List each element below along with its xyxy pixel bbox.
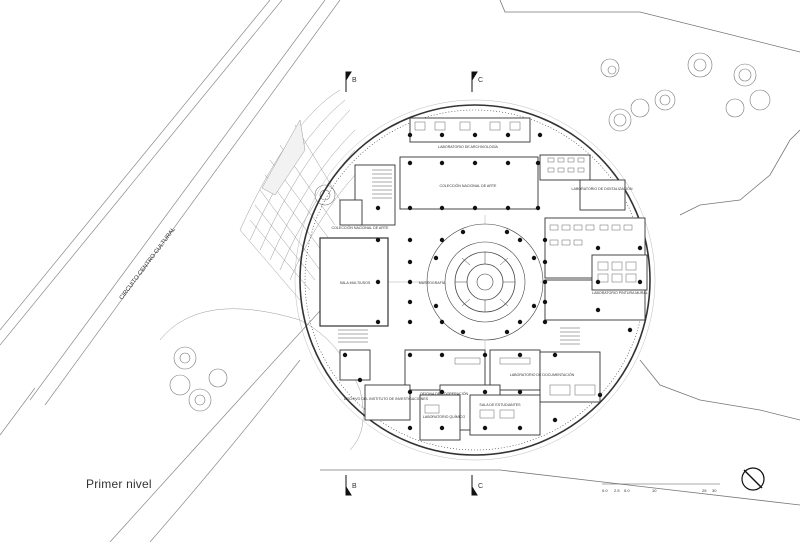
section-marker-labels: B C B C [352, 77, 483, 490]
room-label-lab-digital: LABORATORIO DE DIGITALIZACIÓN [572, 186, 633, 191]
room-label-students: SALA DE ESTUDIANTES [479, 403, 521, 407]
structural-columns [342, 132, 643, 431]
amphitheater-steps [159, 89, 364, 451]
rooms [319, 117, 648, 441]
scale-label-2: 5.0 [624, 488, 630, 493]
section-label-c-bottom: C [478, 483, 483, 490]
site-boundary [320, 0, 800, 506]
scale-label-5: 30 [712, 488, 717, 493]
room-label-cooperation: OFICINA DE COOPERACIÓN [420, 391, 469, 396]
room-label-lab-restoration: LABORATORIO DE DOCUMENTACIÓN [510, 372, 575, 377]
room-label-lab-painting: LABORATORIO PINTURA MURAL [592, 291, 648, 295]
room-labels: LABORATORIO DE ARCHIVOLOGÍA COLECCIÓN NA… [332, 145, 648, 419]
section-label-b-bottom: B [352, 483, 357, 490]
north-arrow-icon [741, 467, 765, 491]
furniture [414, 121, 637, 419]
trees [169, 52, 771, 412]
room-label-collection: COLECCIÓN NACIONAL DE ARTE [440, 183, 498, 188]
stairs [338, 169, 580, 345]
room-label-museography: MUSEOGRAFÍA [419, 281, 446, 285]
scale-label-0: 0.0 [602, 488, 608, 493]
drawing-title: Primer nivel [86, 477, 152, 491]
room-label-lab-chem: LABORATORIO QUÍMICO [423, 415, 466, 419]
room-label-archive: ARCHIVO DEL INSTITUTO DE INVESTIGACIONES [344, 397, 429, 401]
scale-bar: 0.0 2.5 5.0 10 25 30 [602, 483, 720, 493]
room-label-multi-room: SALA MULTIUSOS [340, 281, 371, 285]
road-label: CIRCUITO CENTRO CULTURAL [119, 226, 178, 301]
scale-label-1: 2.5 [614, 488, 620, 493]
section-label-b-top: B [352, 77, 357, 84]
room-label-lab-archive-top: LABORATORIO DE ARCHIVOLOGÍA [438, 145, 498, 149]
road-lines [0, 0, 341, 542]
section-label-c-top: C [478, 77, 483, 84]
section-markers [345, 71, 478, 496]
scale-label-4: 25 [702, 488, 707, 493]
scale-label-3: 10 [652, 488, 657, 493]
room-label-collection-access: COLECCIÓN NACIONAL DE ARTE [332, 225, 390, 230]
